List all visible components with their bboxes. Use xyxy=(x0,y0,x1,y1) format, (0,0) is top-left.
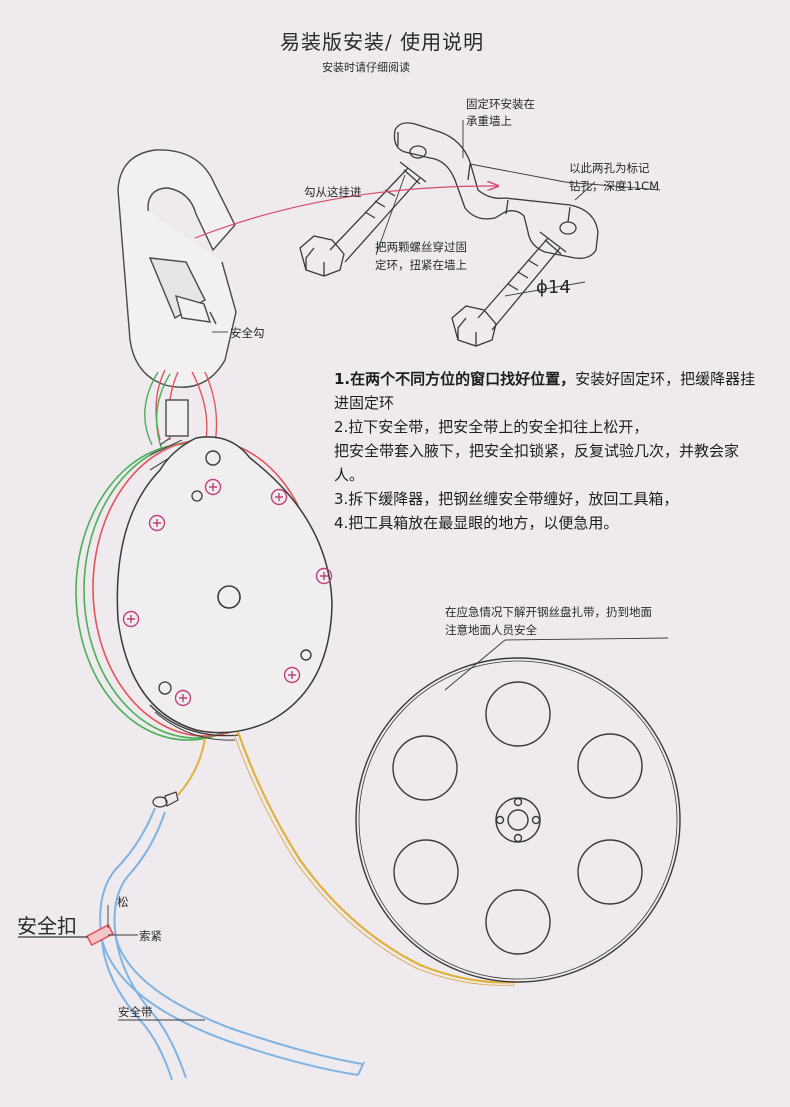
fixed-ring-bracket xyxy=(393,122,599,259)
steel-cable xyxy=(236,731,516,984)
hook-here-label: 勾从这挂进 xyxy=(304,185,362,199)
step-2a: 2.拉下安全带，把安全带上的安全扣往上松开， xyxy=(334,418,649,436)
bolts-note-line1: 把两颗螺丝穿过固 xyxy=(375,240,467,254)
cable-reel xyxy=(355,657,681,983)
descender-screws xyxy=(122,478,333,707)
wall-bolt-right xyxy=(451,231,567,347)
fixed-ring-note-line1: 固定环安装在 xyxy=(466,97,535,111)
usage-steps: 1.在两个不同方位的窗口找好位置，安装好固定环，把缓降器挂进固定环 2.拉下安全… xyxy=(334,367,764,535)
safety-buckle-graphic xyxy=(18,905,138,947)
safety-belt-label: 安全带 xyxy=(118,1005,153,1019)
bracket-leader-lines xyxy=(375,120,661,297)
step-1: 1.在两个不同方位的窗口找好位置，安装好固定环，把缓降器挂进固定环 xyxy=(334,367,764,415)
descender-device xyxy=(75,436,333,741)
loosen-label: 松 xyxy=(117,895,129,909)
steel-cable-inner xyxy=(233,733,516,986)
upper-cord xyxy=(177,737,206,796)
safety-hook-label: 安全勾 xyxy=(230,326,265,340)
bolt-diameter-label: ϕ14 xyxy=(536,277,571,298)
step-1-rest: 安装好固定环，把缓降器挂进固定环 xyxy=(334,370,756,412)
mark-holes-note-line1: 以此两孔为标记 xyxy=(569,161,650,175)
step-1-emphasis: 1.在两个不同方位的窗口找好位置， xyxy=(334,370,576,388)
safety-belt-strap xyxy=(99,807,365,1081)
fixed-ring-note-line2: 承重墙上 xyxy=(466,114,512,128)
page-title: 易装版安装/ 使用说明 xyxy=(280,30,485,54)
page-subtitle: 安装时请仔细阅读 xyxy=(322,61,410,74)
step-2b: 把安全带套入腋下，把安全扣锁紧，反复试验几次，并教会家人。 xyxy=(334,442,740,484)
hook-hint-arrow xyxy=(194,186,498,239)
bolts-note-line2: 定环，扭紧在墙上 xyxy=(375,258,467,272)
mark-holes-note-line2: 钻孔，深度11CM xyxy=(569,179,660,193)
step-4: 4.把工具箱放在最显眼的地方，以便急用。 xyxy=(334,514,619,532)
cord-clip xyxy=(152,791,179,808)
reel-note-line1: 在应急情况下解开钢丝盘扎带，扔到地面 xyxy=(445,605,652,619)
carabiner-hook xyxy=(117,149,237,388)
safety-buckle-label: 安全扣 xyxy=(17,914,77,938)
wall-bolt-left xyxy=(299,161,427,277)
step-3: 3.拆下缓降器，把钢丝缠安全带缠好，放回工具箱， xyxy=(334,490,679,508)
reel-note-line2: 注意地面人员安全 xyxy=(445,623,537,637)
reel-leader xyxy=(444,637,669,691)
tighten-label: 索紧 xyxy=(139,929,162,943)
